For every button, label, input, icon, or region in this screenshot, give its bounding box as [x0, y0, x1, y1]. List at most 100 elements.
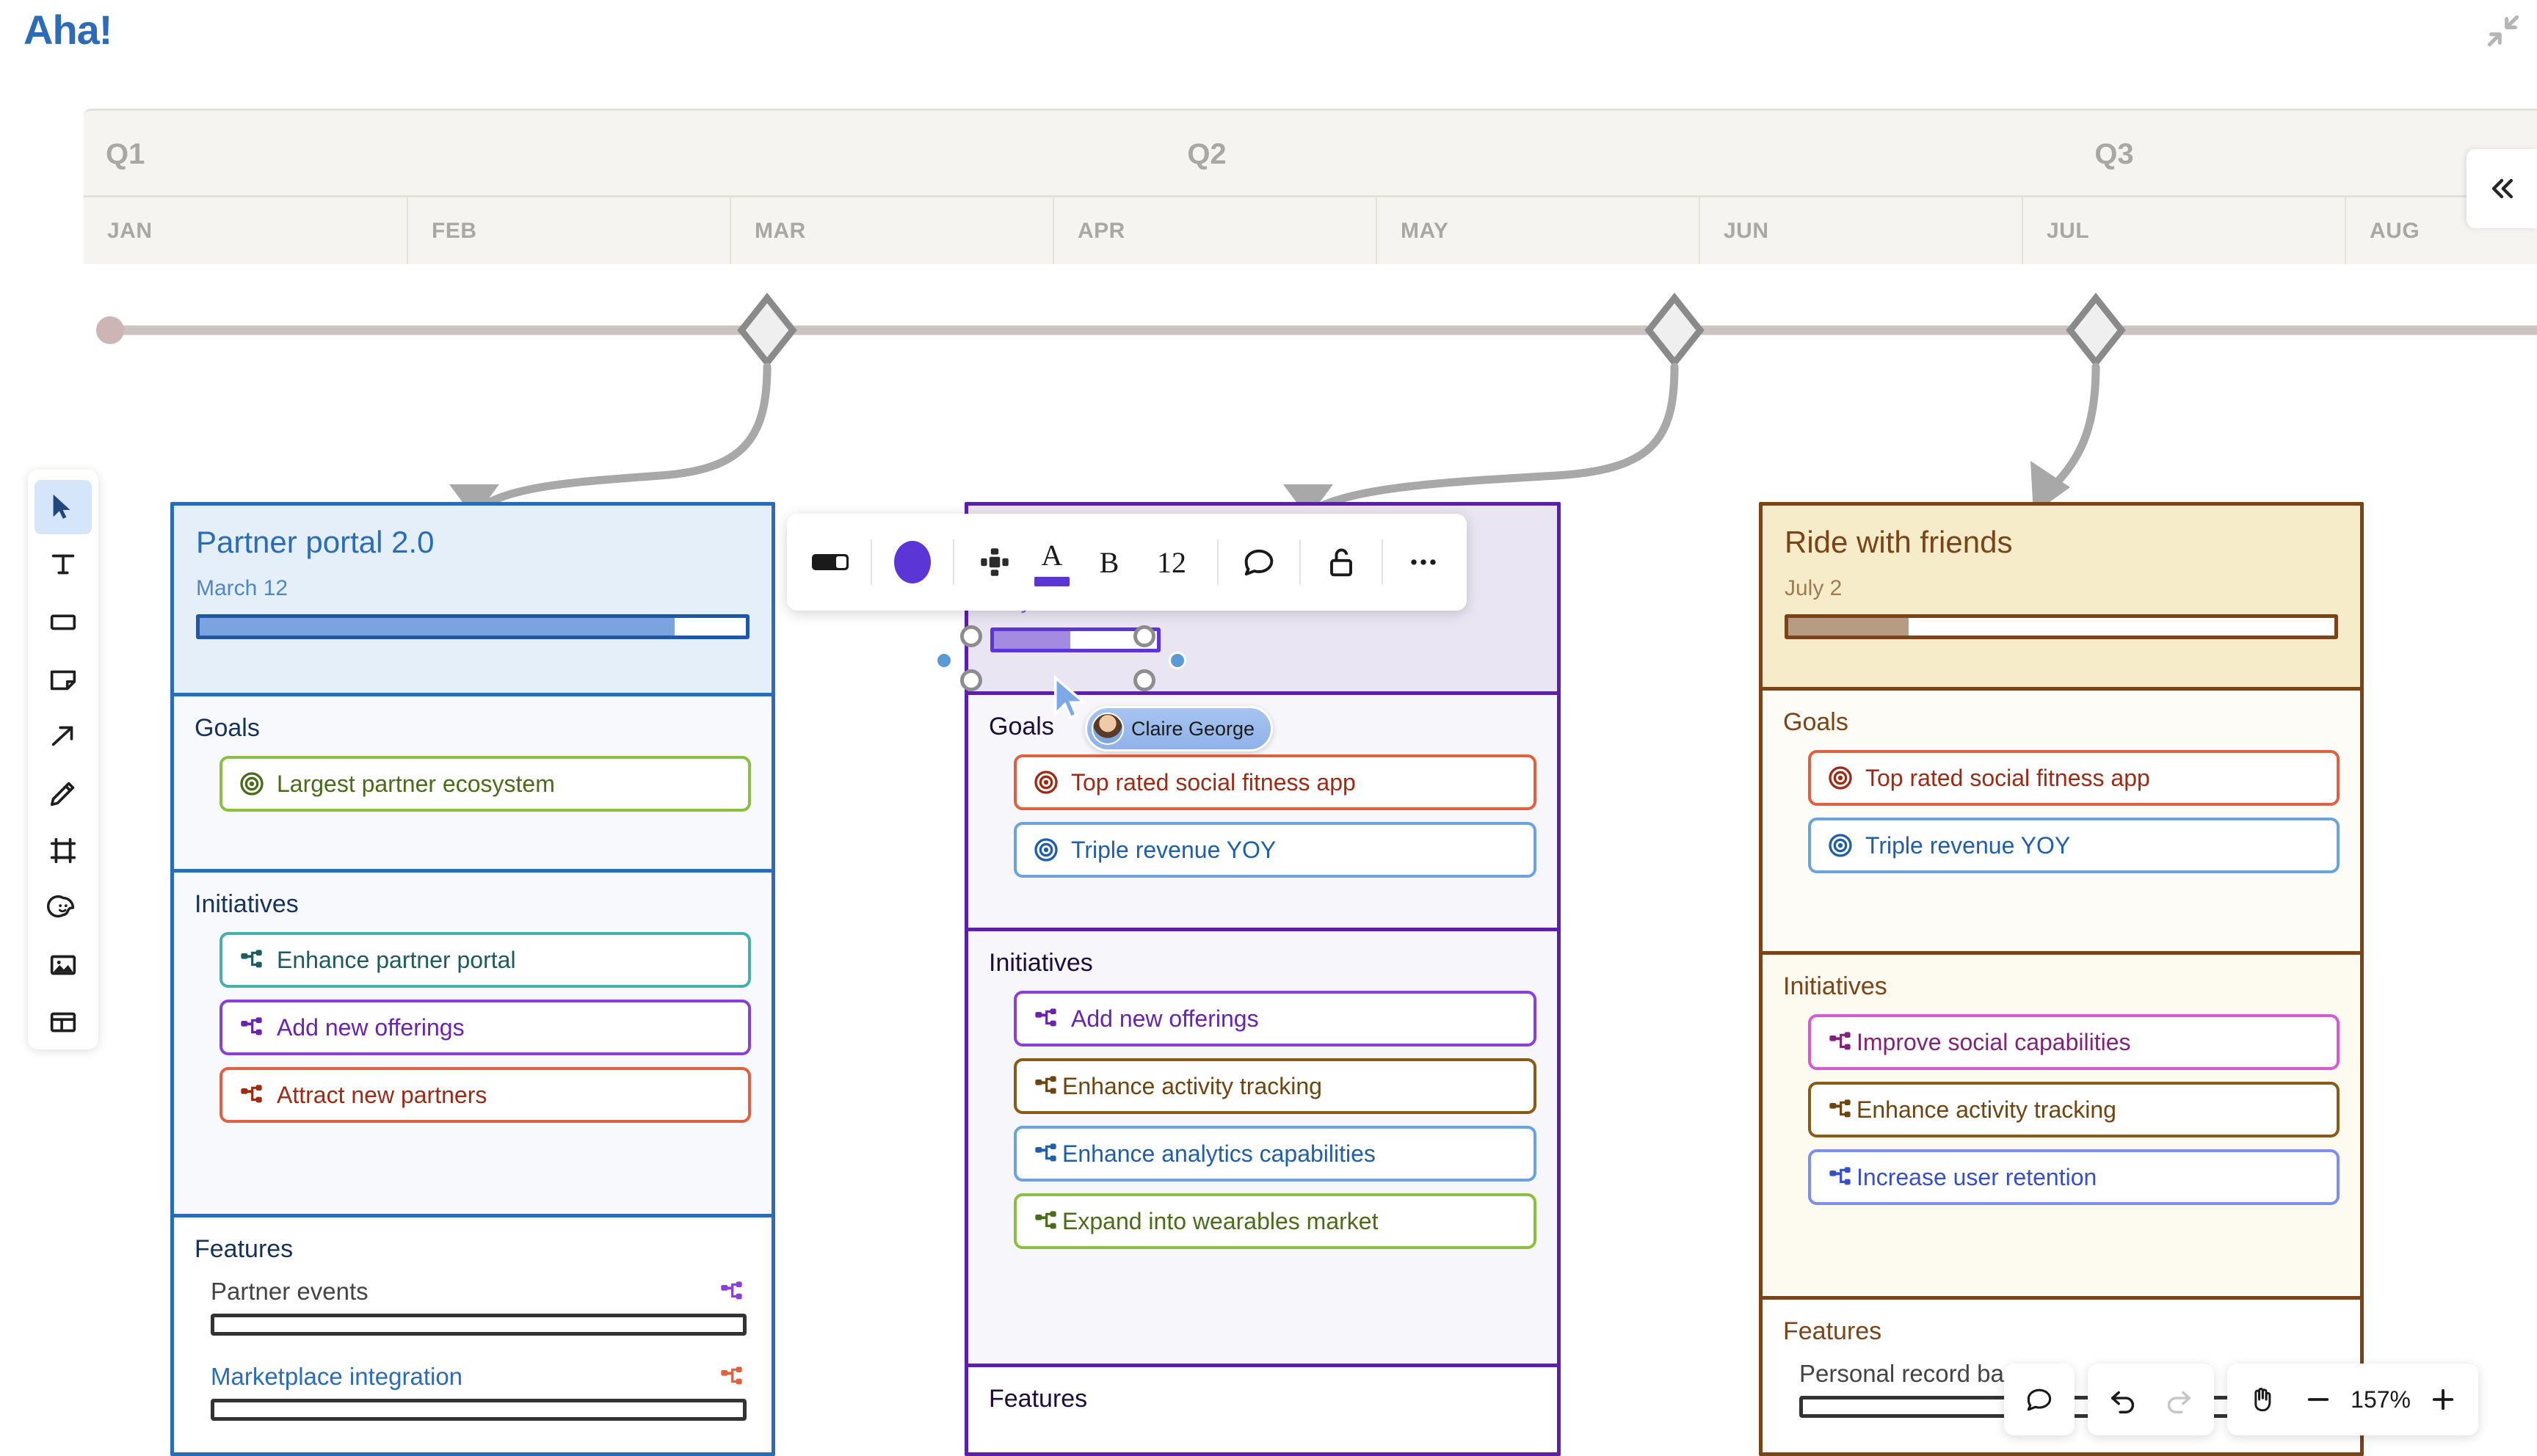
- toolbar-divider: [953, 539, 954, 585]
- goal-chip[interactable]: Triple revenue YOY: [1014, 822, 1536, 878]
- timeline-month-feb[interactable]: FEB: [407, 197, 730, 264]
- collapse-diagonal-icon[interactable]: [2483, 10, 2524, 51]
- initiative-chip[interactable]: Add new offerings: [219, 1000, 751, 1055]
- goal-chip[interactable]: Top rated social fitness app: [1808, 750, 2340, 806]
- feature-row[interactable]: Marketplace integration: [195, 1362, 751, 1391]
- timeline-month-jun[interactable]: JUN: [1699, 197, 2022, 264]
- arrow-tool[interactable]: [35, 709, 92, 763]
- goal-chip[interactable]: Top rated social fitness app: [1014, 754, 1536, 810]
- timeline-month-may[interactable]: MAY: [1376, 197, 1699, 264]
- sticker-tool[interactable]: [35, 881, 92, 935]
- chip-label: Add new offerings: [277, 1013, 465, 1041]
- card-date[interactable]: March 12: [196, 576, 288, 600]
- roadmap-card-social-fitness[interactable]: May 25GoalsTop rated social fitness appT…: [965, 502, 1561, 1456]
- redo-button[interactable]: [2151, 1364, 2207, 1435]
- initiative-chip[interactable]: Improve social capabilities: [1808, 1014, 2340, 1070]
- rotate-dot-right[interactable]: [1169, 652, 1186, 669]
- rotate-dot-left[interactable]: [935, 652, 953, 669]
- undo-button[interactable]: [2095, 1364, 2151, 1435]
- text-tool[interactable]: [35, 537, 92, 592]
- chip-label: Top rated social fitness app: [1071, 768, 1356, 796]
- card-progress-fill: [1788, 618, 1909, 636]
- pen-tool[interactable]: [35, 766, 92, 820]
- toolbar-divider: [1299, 539, 1301, 585]
- feature-row[interactable]: Partner events: [195, 1277, 751, 1306]
- note-tool[interactable]: [35, 652, 92, 706]
- timeline-start-dot[interactable]: [96, 316, 124, 344]
- pan-tool-button[interactable]: [2235, 1364, 2290, 1435]
- feature-progress-bar[interactable]: [211, 1314, 747, 1336]
- zoom-in-button[interactable]: [2415, 1364, 2471, 1435]
- comment-button[interactable]: [1232, 527, 1286, 597]
- collapse-panel-button[interactable]: [2467, 149, 2537, 228]
- rectangle-icon: [50, 614, 76, 630]
- chip-label: Largest partner ecosystem: [277, 770, 555, 797]
- initiative-chip[interactable]: Enhance partner portal: [219, 932, 751, 988]
- initiative-chip[interactable]: Add new offerings: [1014, 991, 1536, 1046]
- timeline-month-jul[interactable]: JUL: [2022, 197, 2345, 264]
- timeline-month-mar[interactable]: MAR: [730, 197, 1053, 264]
- font-color-button[interactable]: A: [1025, 527, 1079, 597]
- initiative-chip[interactable]: Expand into wearables market: [1014, 1193, 1536, 1249]
- fill-color-button[interactable]: [885, 527, 940, 597]
- goal-chip[interactable]: Triple revenue YOY: [1808, 818, 2340, 873]
- card-progress-bar[interactable]: [990, 627, 1161, 652]
- timeline-month-apr[interactable]: APR: [1053, 197, 1376, 264]
- timeline-month-aug[interactable]: AUG: [2345, 197, 2537, 264]
- initiative-chip[interactable]: Increase user retention: [1808, 1149, 2340, 1205]
- lock-button[interactable]: [1314, 527, 1368, 597]
- initiative-node-icon: [1035, 1008, 1056, 1027]
- goal-chip[interactable]: Largest partner ecosystem: [219, 756, 751, 812]
- goal-target-icon: [1829, 834, 1852, 857]
- resize-handle-br[interactable]: [1133, 669, 1155, 691]
- card-date[interactable]: July 2: [1785, 576, 1843, 600]
- app-logo[interactable]: Aha!: [23, 7, 112, 53]
- select-tool[interactable]: [35, 480, 92, 534]
- initiative-chip[interactable]: Attract new partners: [219, 1067, 751, 1123]
- feature-progress-bar[interactable]: [211, 1399, 747, 1421]
- font-size-button[interactable]: 12: [1139, 527, 1204, 597]
- style-swatch-button[interactable]: [803, 527, 857, 597]
- milestone-diamond[interactable]: [2066, 292, 2126, 368]
- milestone-diamond[interactable]: [737, 292, 797, 368]
- tool-sidebar: [28, 470, 98, 1049]
- month-label: JAN: [107, 218, 153, 243]
- chip-label: Enhance analytics capabilities: [1062, 1140, 1376, 1167]
- collaborator-cursor-badge: Claire George: [1085, 706, 1274, 751]
- zoom-level-label[interactable]: 157%: [2351, 1386, 2411, 1413]
- zoom-out-button[interactable]: [2290, 1364, 2346, 1435]
- template-tool[interactable]: [35, 995, 92, 1049]
- card-progress-bar[interactable]: [196, 614, 750, 639]
- card-title[interactable]: Partner portal 2.0: [196, 525, 435, 559]
- resize-handle-tl[interactable]: [960, 625, 982, 647]
- resize-handle-bl[interactable]: [960, 669, 982, 691]
- initiative-chip[interactable]: Enhance activity tracking: [1014, 1058, 1536, 1114]
- milestone-diamond[interactable]: [1644, 292, 1705, 368]
- timeline-month-jan[interactable]: JAN: [84, 197, 407, 264]
- shape-tool[interactable]: [35, 594, 92, 649]
- bold-button[interactable]: B: [1082, 527, 1136, 597]
- more-button[interactable]: [1396, 527, 1451, 597]
- timeline-quarter-q1[interactable]: Q1: [84, 111, 722, 197]
- timeline-quarter-q2[interactable]: Q2: [722, 111, 1691, 197]
- pill-swatch-icon: [812, 554, 849, 570]
- card-title[interactable]: Ride with friends: [1785, 525, 2013, 559]
- align-button[interactable]: [968, 527, 1022, 597]
- timeline-quarter-q3[interactable]: Q3: [1691, 111, 2537, 197]
- card-progress-bar[interactable]: [1785, 614, 2338, 639]
- month-label: APR: [1078, 218, 1125, 243]
- image-tool[interactable]: [35, 938, 92, 992]
- connector-curve: [469, 363, 772, 518]
- initiative-chip[interactable]: Enhance analytics capabilities: [1014, 1126, 1536, 1182]
- frame-tool[interactable]: [35, 823, 92, 878]
- resize-handle-tr[interactable]: [1133, 625, 1155, 647]
- initiative-chip[interactable]: Enhance activity tracking: [1808, 1082, 2340, 1138]
- comment-button[interactable]: [2011, 1364, 2067, 1435]
